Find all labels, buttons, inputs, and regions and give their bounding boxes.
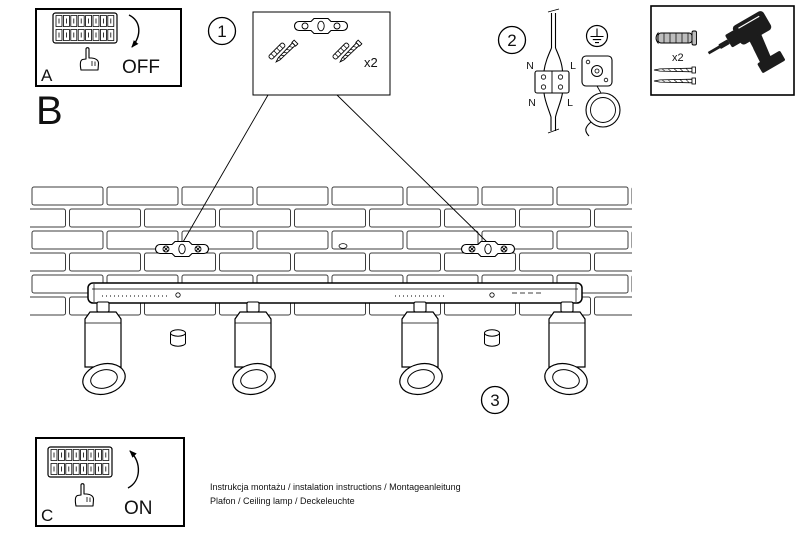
lamp-rail xyxy=(87,282,583,304)
panel-switch-on: ON C xyxy=(35,437,185,527)
ground-symbol-icon xyxy=(585,24,609,48)
rail-screw xyxy=(489,292,495,298)
step-1-badge: 1 xyxy=(207,16,237,46)
section-letter-b: B xyxy=(36,89,63,133)
fuse-box-icon xyxy=(52,12,118,44)
footer-line-1: Instrukcja montażu / instalation instruc… xyxy=(210,482,461,492)
wire-label-n-bottom: N xyxy=(528,97,536,109)
junction-box-icon xyxy=(581,55,613,87)
panel-letter-a: A xyxy=(41,66,53,85)
wire-label-l-bottom: L xyxy=(567,97,573,109)
step-1-number: 1 xyxy=(217,22,226,41)
step-2-badge: 2 xyxy=(497,25,527,55)
toggle-down-arrow-icon xyxy=(128,14,140,48)
fuse-box-icon xyxy=(47,446,113,478)
leader-line-right xyxy=(336,94,488,243)
ceiling-canopy-icon xyxy=(585,85,621,137)
footer-line-2: Plafon / Ceiling lamp / Deckeleuchte xyxy=(210,496,355,506)
adjustment-knob-1 xyxy=(170,329,186,347)
tools-qty-label: x2 xyxy=(672,52,684,64)
leader-line-left xyxy=(182,94,269,243)
step-1-parts-box: x2 xyxy=(252,11,391,96)
step-1-qty-label: x2 xyxy=(364,55,378,70)
toggle-up-arrow-icon xyxy=(127,450,140,489)
panel-switch-off: OFF A xyxy=(35,8,182,87)
adjustment-knob-2 xyxy=(484,329,500,347)
on-label: ON xyxy=(124,498,153,519)
screws-icon xyxy=(653,66,696,85)
wire-label-l-top: L xyxy=(570,60,576,72)
wall-plug-large-icon xyxy=(655,30,697,46)
tools-box: x2 xyxy=(650,5,795,96)
step-2-number: 2 xyxy=(507,31,516,50)
wall-bracket-left xyxy=(154,240,210,258)
off-label: OFF xyxy=(122,57,160,78)
wall-hole xyxy=(338,243,348,249)
wiring-diagram xyxy=(534,8,570,134)
wall-bracket-right xyxy=(460,240,516,258)
panel-letter-c: C xyxy=(41,506,53,525)
rail-screw xyxy=(175,292,181,298)
step-3-number: 3 xyxy=(490,391,499,410)
wire-label-n-top: N xyxy=(526,60,534,72)
step-3-badge: 3 xyxy=(480,385,510,415)
